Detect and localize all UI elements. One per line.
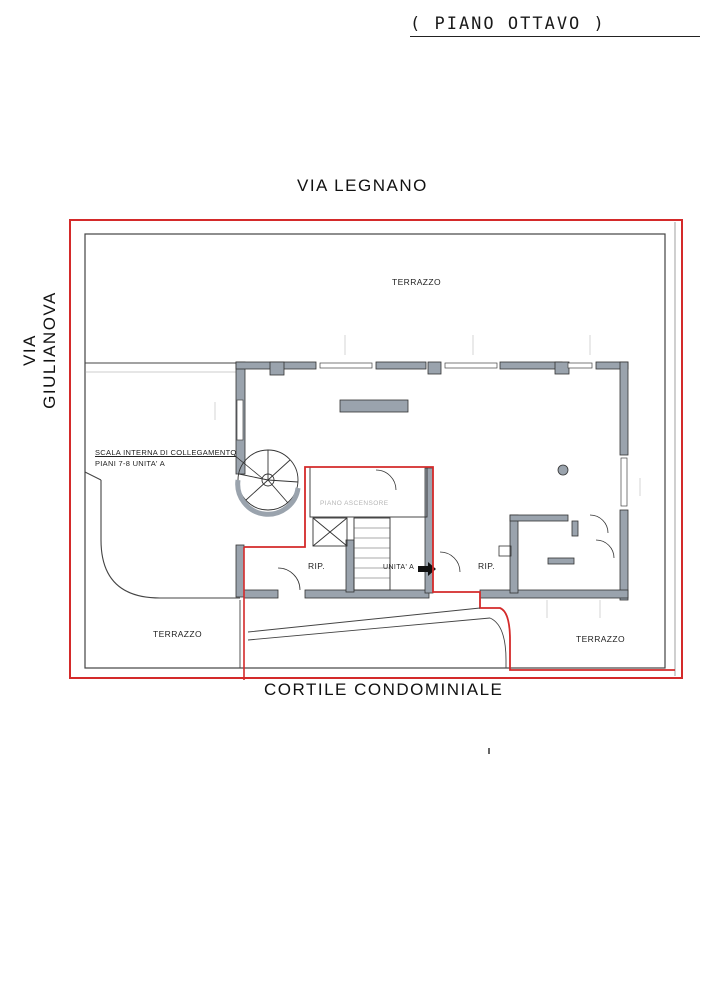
dimension-ticks bbox=[214, 335, 641, 618]
stair-treads bbox=[354, 527, 390, 579]
column bbox=[557, 464, 569, 476]
core bbox=[309, 466, 428, 591]
room-label-storage-1: RIP. bbox=[308, 561, 326, 571]
sw-terrace-edge bbox=[84, 471, 102, 481]
window-marks bbox=[236, 362, 628, 507]
red-outer-boundary bbox=[69, 219, 683, 679]
south-terrace-lines bbox=[239, 600, 507, 668]
entrance-arrow bbox=[418, 562, 436, 576]
note-leader bbox=[233, 454, 263, 479]
street-label-south: CORTILE CONDOMINIALE bbox=[264, 680, 504, 699]
niche bbox=[498, 545, 512, 557]
room-label-terrace-southwest: TERRAZZO bbox=[153, 629, 203, 639]
walls bbox=[235, 361, 629, 601]
room-label-storage-2: RIP. bbox=[478, 561, 496, 571]
sw-terrace-curve bbox=[100, 480, 240, 599]
page-title: ( PIANO OTTAVO ) bbox=[410, 14, 700, 37]
stair-note: SCALA INTERNA DI COLLEGAMENTO PIANI 7-8 … bbox=[95, 447, 237, 469]
spiral-staircase bbox=[237, 449, 299, 511]
spiral-stair-rail bbox=[235, 479, 301, 517]
room-label-terrace-southeast: TERRAZZO bbox=[576, 634, 626, 644]
room-label-elevator: PIANO ASCENSORE bbox=[320, 500, 389, 507]
room-label-unit: UNITA' A bbox=[383, 564, 415, 571]
stair-note-line2: PIANI 7-8 UNITA' A bbox=[95, 459, 166, 468]
room-label-terrace-north: TERRAZZO bbox=[392, 277, 442, 287]
outer-boundary bbox=[84, 233, 666, 669]
door-swings bbox=[277, 469, 615, 591]
stair-note-line1: SCALA INTERNA DI COLLEGAMENTO bbox=[95, 448, 237, 457]
red-unit-boundary bbox=[244, 466, 675, 671]
street-label-north: VIA LEGNANO bbox=[297, 176, 428, 195]
